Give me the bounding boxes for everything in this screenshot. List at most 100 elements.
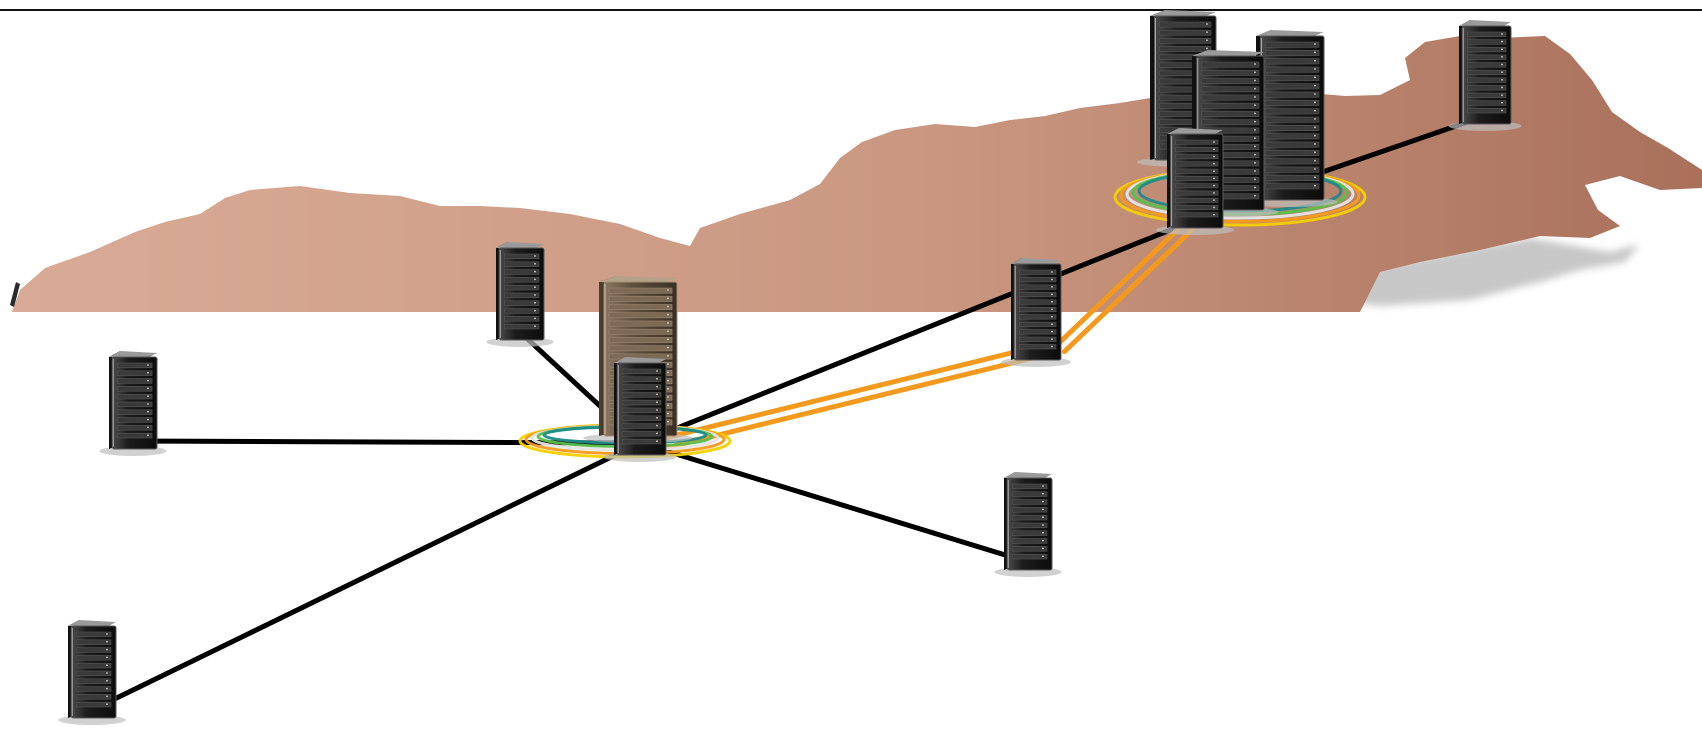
rack-bay-cluster-c-13 (1265, 150, 1320, 156)
rack-led-cluster-c-10 (1314, 126, 1316, 129)
rack-led-node-bottom-left-5 (106, 672, 108, 674)
rack-led-hub-primary-tan-5 (667, 330, 669, 333)
rack-led-node-upper-left-5 (534, 294, 536, 296)
rack-led-cluster-c-0 (1314, 43, 1316, 45)
rack-led-node-middle-right-8 (1051, 330, 1053, 333)
rack-led-node-far-right-8 (1501, 94, 1503, 96)
rack-led-node-middle-right-4 (1051, 300, 1053, 303)
rack-bay-cluster-a-2 (1159, 37, 1212, 44)
rack-led-hub-primary-5 (656, 409, 658, 411)
server-rack-icon-hub-primary (603, 357, 677, 462)
rack-bay-hub-primary-tan-0 (608, 287, 673, 294)
rack-bay-node-left-9 (117, 432, 153, 439)
rack-bay-node-bottom-left-2 (76, 647, 112, 653)
rack-led-cluster-b-12 (1254, 161, 1256, 164)
link-highlight-node-middle-right-cluster-d-0 (1055, 213, 1195, 347)
rack-bay-cluster-c-12 (1265, 141, 1320, 148)
rack-bay-cluster-d-0 (1175, 139, 1219, 145)
link-hub-primary-node-bottom-left (89, 440, 643, 713)
rack-led-node-upper-left-0 (534, 255, 536, 257)
top-border-line (0, 9, 1702, 11)
rack-led-cluster-a-3 (1206, 47, 1208, 50)
rack-led-hub-primary-7 (656, 424, 658, 427)
rack-led-cluster-c-4 (1314, 76, 1316, 79)
rack-led-hub-primary-6 (656, 416, 658, 419)
rack-led-node-left-0 (147, 364, 149, 366)
rack-led-cluster-d-6 (1213, 184, 1215, 187)
rack-bay-node-left-1 (117, 370, 153, 376)
rack-bay-node-bottom-right-5 (1011, 522, 1048, 529)
rack-bay-cluster-c-1 (1265, 50, 1320, 56)
rack-led-hub-primary-8 (656, 432, 658, 435)
rack-bay-node-upper-left-6 (503, 300, 540, 306)
rack-led-hub-primary-4 (656, 401, 658, 404)
rack-led-cluster-b-9 (1254, 137, 1256, 140)
rack-bay-hub-primary-0 (621, 368, 662, 375)
server-rack-icon-node-left (99, 351, 167, 456)
rack-bay-node-left-5 (117, 401, 153, 408)
rack-led-cluster-b-7 (1254, 120, 1256, 123)
rack-led-cluster-c-1 (1314, 51, 1316, 54)
rack-led-node-bottom-right-9 (1042, 555, 1044, 558)
rack-bay-node-left-2 (117, 378, 153, 384)
rack-led-cluster-d-3 (1213, 162, 1215, 165)
rack-led-hub-primary-1 (656, 377, 658, 380)
rack-led-cluster-b-15 (1254, 186, 1256, 189)
rack-led-node-bottom-right-2 (1042, 500, 1044, 503)
rack-led-node-bottom-left-0 (106, 633, 108, 635)
rack-bay-node-bottom-left-3 (76, 655, 112, 661)
link-highlight-hub-primary-node-middle-right-1 (663, 354, 1040, 451)
rack-led-node-bottom-left-8 (106, 695, 108, 698)
rack-bay-node-left-4 (117, 393, 153, 400)
rack-bay-node-bottom-right-2 (1011, 499, 1048, 505)
rack-led-cluster-c-2 (1314, 59, 1316, 62)
rack-led-hub-primary-tan-4 (667, 322, 669, 324)
rack-bay-node-middle-right-2 (1018, 284, 1057, 290)
rack-bay-node-bottom-left-0 (76, 631, 112, 638)
rack-led-node-bottom-right-5 (1042, 524, 1044, 526)
rack-bay-node-far-right-8 (1467, 92, 1507, 99)
link-highlight-hub-primary-node-middle-right-0 (661, 344, 1038, 441)
rack-led-cluster-c-12 (1314, 143, 1316, 145)
landmass-shadow (1330, 238, 1640, 306)
rack-led-node-left-2 (147, 379, 149, 382)
rack-bay-cluster-b-3 (1201, 86, 1260, 93)
rack-bay-cluster-b-7 (1201, 119, 1260, 126)
rack-bay-cluster-d-3 (1175, 161, 1219, 167)
rack-led-cluster-c-14 (1314, 159, 1316, 162)
rack-bay-node-upper-left-3 (503, 277, 540, 283)
rack-bay-cluster-b-1 (1201, 69, 1260, 76)
rack-bay-node-bottom-left-9 (76, 701, 112, 708)
rack-bay-node-middle-right-6 (1018, 314, 1057, 320)
rack-bay-hub-primary-5 (621, 407, 662, 414)
rack-led-node-far-right-3 (1501, 56, 1503, 58)
rack-led-node-left-7 (147, 418, 149, 421)
rack-bay-node-bottom-right-6 (1011, 530, 1048, 536)
rack-bay-node-middle-right-9 (1018, 336, 1057, 342)
rack-led-node-far-right-6 (1501, 78, 1503, 81)
rack-led-cluster-d-9 (1213, 206, 1215, 209)
server-rack-icon-node-far-right (1448, 20, 1522, 131)
rack-bay-node-far-right-9 (1467, 100, 1507, 106)
rack-led-node-left-8 (147, 426, 149, 429)
rack-led-cluster-c-13 (1314, 151, 1316, 154)
rack-bay-cluster-d-5 (1175, 176, 1219, 181)
rack-led-node-bottom-left-6 (106, 679, 108, 682)
rack-led-node-middle-right-2 (1051, 286, 1053, 288)
rack-bay-cluster-a-3 (1159, 46, 1212, 52)
rack-led-hub-primary-tan-8 (667, 354, 669, 357)
rack-led-cluster-a-0 (1206, 23, 1208, 25)
rack-bay-hub-primary-tan-4 (608, 320, 673, 327)
rack-bay-node-upper-left-4 (503, 284, 540, 291)
rack-led-node-middle-right-0 (1051, 271, 1053, 273)
rack-led-cluster-b-5 (1254, 104, 1256, 107)
rack-led-node-upper-left-6 (534, 301, 536, 304)
rack-led-cluster-c-17 (1314, 184, 1316, 187)
rack-led-cluster-d-7 (1213, 192, 1215, 194)
rack-bay-hub-primary-6 (621, 415, 662, 421)
rack-led-node-bottom-right-0 (1042, 485, 1044, 487)
rack-bay-node-far-right-3 (1467, 54, 1507, 60)
rack-led-cluster-a-1 (1206, 31, 1208, 34)
